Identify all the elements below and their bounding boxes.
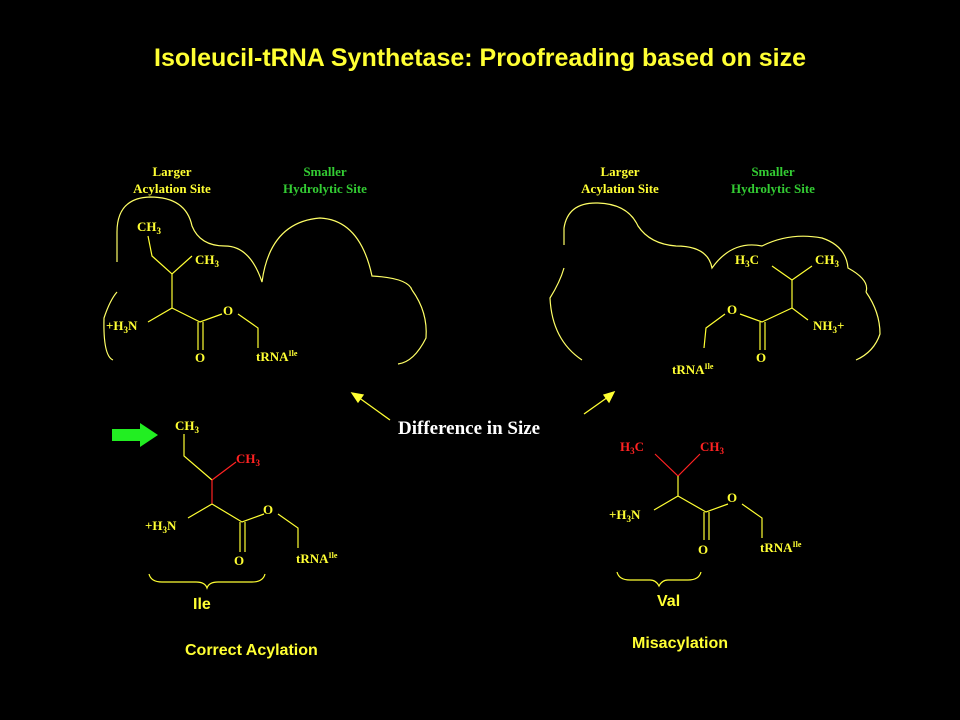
m3-ch3-top: CH3 (175, 418, 199, 435)
m1-ester-o: O (223, 303, 234, 318)
m1-ch3-side: CH3 (195, 252, 219, 269)
m1-ch3-top: CH3 (137, 219, 161, 236)
correct-acylation-label: Correct Acylation (185, 642, 318, 659)
page-title: Isoleucil-tRNA Synthetase: Proofreading … (154, 44, 806, 72)
green-arrow-icon (112, 423, 158, 447)
brace-val (616, 571, 702, 588)
m1-trna: tRNAIle (256, 349, 298, 364)
m2-carbonyl-o: O (756, 350, 767, 365)
difference-arrows (350, 390, 616, 421)
m3-amine: +H3N (145, 518, 177, 535)
molecule-4-bonds (653, 453, 763, 540)
enzyme-outline-left (103, 196, 427, 365)
m3-trna: tRNAIle (296, 551, 338, 566)
m4-amine: +H3N (609, 507, 641, 524)
m1-amine: +H3N (106, 318, 138, 335)
arrow-to-right-panel (583, 396, 609, 415)
misacylation-label: Misacylation (632, 635, 729, 652)
m4-ester-o: O (727, 490, 738, 505)
m2-ester-o: O (727, 302, 738, 317)
molecule-1-bonds (147, 235, 259, 350)
brace-ile (148, 573, 266, 590)
m4-ch3: CH3 (700, 439, 724, 456)
difference-in-size-label: Difference in Size (398, 418, 541, 439)
m1-carbonyl-o: O (195, 350, 206, 365)
m3-ester-o: O (263, 502, 274, 517)
m2-ch3: CH3 (815, 252, 839, 269)
m4-h3c: H3C (620, 439, 645, 456)
m3-carbonyl-o: O (234, 553, 245, 568)
arrow-to-left-panel (357, 396, 391, 421)
molecule-3-bonds (183, 434, 299, 552)
m2-amine: NH3+ (813, 318, 845, 335)
val-label: Val (657, 593, 681, 610)
m2-trna: tRNAIle (672, 362, 714, 377)
ile-label: Ile (193, 596, 211, 613)
m2-h3c: H3C (735, 252, 760, 269)
m4-carbonyl-o: O (698, 542, 709, 557)
enzyme-outline-right (549, 202, 881, 361)
m3-ch3-side: CH3 (236, 451, 260, 468)
molecule-2-bonds (703, 265, 813, 350)
m4-trna: tRNAIle (760, 540, 802, 555)
